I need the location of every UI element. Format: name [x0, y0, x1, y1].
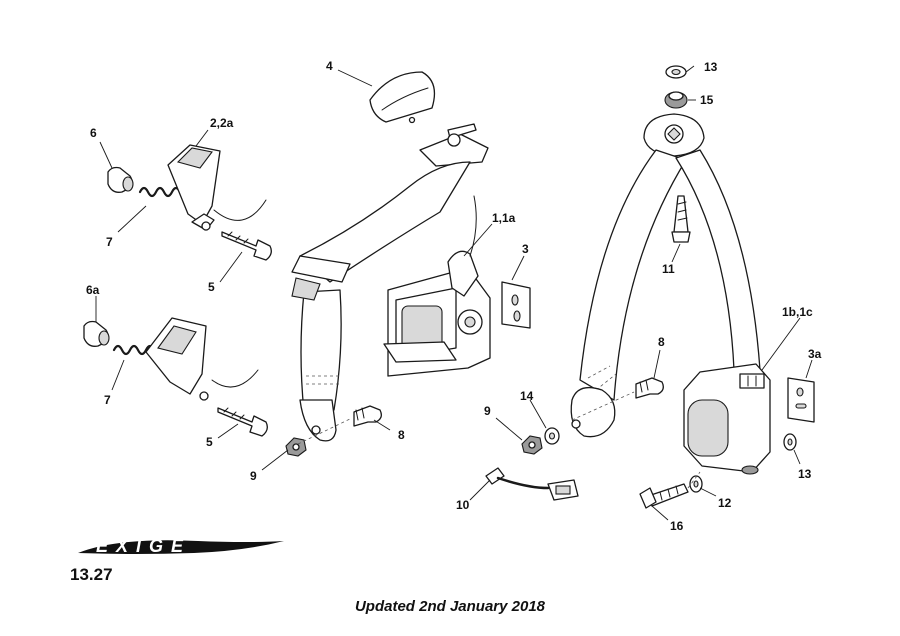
retractor-1b: [683, 363, 771, 475]
label-10: 10: [456, 498, 470, 512]
label-9a: 9: [250, 469, 257, 483]
right-webbing-outer: [579, 149, 687, 401]
center-webbing: [299, 161, 471, 283]
buckle-assembly-lower: [83, 317, 268, 437]
buckle-2a: [145, 317, 259, 401]
label-9b: 9: [484, 404, 491, 418]
label-7b: 7: [104, 393, 111, 407]
buckle-2: [167, 144, 267, 231]
pillar-cover-4: [369, 71, 436, 123]
spring-7a: [138, 186, 182, 198]
footer-updated: Updated 2nd January 2018: [354, 598, 546, 615]
spring-7b: [112, 344, 156, 356]
label-1b-1c: 1b,1c: [782, 305, 813, 319]
label-11: 11: [662, 262, 675, 276]
label-3a: 3a: [808, 347, 822, 361]
buckle-cap-6: [107, 166, 134, 193]
label-16: 16: [670, 519, 684, 533]
wiring-harness-10: [485, 467, 579, 501]
page-number: 13.27: [70, 565, 113, 584]
buckle-cap-6a: [83, 320, 110, 347]
label-2-2a: 2,2a: [210, 116, 234, 130]
label-5b: 5: [206, 435, 213, 449]
plate-3: [501, 281, 531, 329]
right-retractor-assembly: [485, 65, 815, 509]
label-13b: 13: [798, 467, 812, 481]
bolt-5b: [217, 407, 268, 437]
callout-labels: 4 2,2a 6 7 5 6a 7 5 9 8 1,1a 3 13 15 11 …: [86, 59, 822, 533]
label-15: 15: [700, 93, 714, 107]
right-webbing-inner: [675, 149, 761, 371]
bolt-8b: [635, 377, 664, 399]
bolt-8a: [353, 405, 382, 427]
label-6a: 6a: [86, 283, 100, 297]
plate-3a: [787, 377, 815, 423]
label-5a: 5: [208, 280, 215, 294]
bolt-11: [671, 195, 691, 243]
label-14: 14: [520, 389, 534, 403]
logo-text: EXIGE: [96, 536, 191, 556]
label-8a: 8: [398, 428, 405, 442]
callout-leaders: [95, 65, 813, 521]
label-8b: 8: [658, 335, 665, 349]
label-12: 12: [718, 496, 732, 510]
nut-9b: [521, 435, 543, 455]
nut-15: [664, 91, 688, 109]
buckle-assembly-upper: [107, 144, 272, 261]
bolt-5a: [221, 231, 272, 261]
washer-14: [544, 427, 560, 445]
label-3: 3: [522, 242, 529, 256]
exige-logo: EXIGE: [76, 535, 286, 559]
label-1-1a: 1,1a: [492, 211, 516, 225]
label-4: 4: [326, 59, 333, 73]
label-7a: 7: [106, 235, 113, 249]
label-13a: 13: [704, 60, 718, 74]
bolt-16: [639, 483, 689, 509]
nut-9a: [285, 437, 307, 457]
label-6: 6: [90, 126, 97, 140]
center-retractor-assembly: [285, 71, 531, 457]
retractor-1: [383, 195, 491, 377]
